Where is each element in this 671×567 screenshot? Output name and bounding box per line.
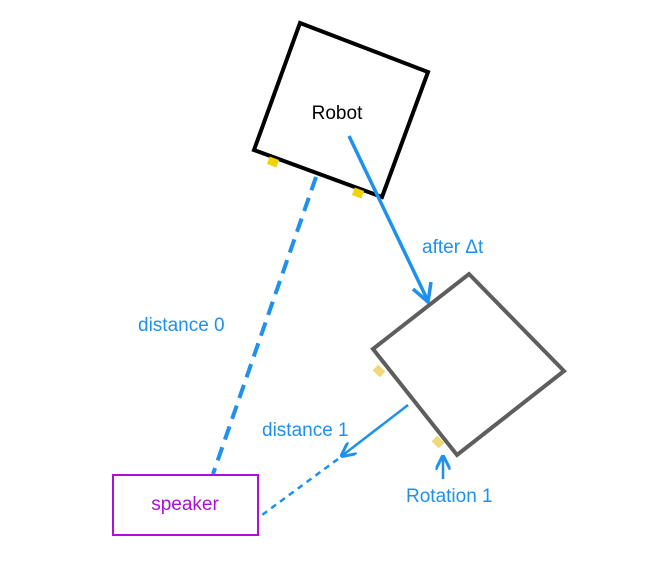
distance-0-line [211,176,318,475]
distance-1-line-dashed [261,457,339,517]
sensor-marker [372,364,386,378]
robot-label: Robot [312,103,363,124]
distance-1-line-solid [343,404,409,455]
sensor-marker [266,156,280,168]
distance-1-label: distance 1 [262,420,349,441]
distance-0-label: distance 0 [138,315,225,336]
robot-initial-square [251,20,431,200]
movement-arrow [347,135,429,300]
robot-after-square [370,271,567,458]
rotation-1-label: Rotation 1 [406,486,493,507]
speaker-box [112,474,259,536]
speaker-label: speaker [151,494,219,515]
after-delta-t-label: after Δt [422,237,484,258]
sensor-marker [351,187,365,199]
sensor-marker [431,435,445,449]
movement-arrowhead [411,281,433,306]
